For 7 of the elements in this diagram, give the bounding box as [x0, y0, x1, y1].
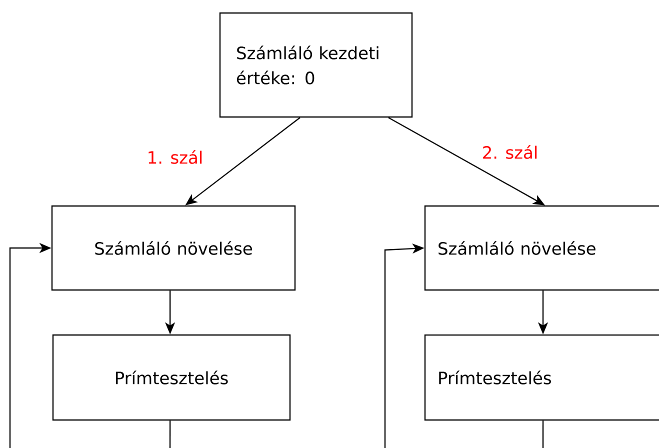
process-box: Számláló növelése	[424, 205, 659, 291]
edge-label: 1. szál	[146, 149, 204, 165]
process-box: Számláló kezdeti értéke: 0	[219, 12, 413, 118]
process-box: Prímtesztelés	[424, 334, 659, 421]
edge-label: 2. szál	[480, 144, 540, 160]
process-box: Számláló növelése	[51, 205, 296, 291]
process-box: Prímtesztelés	[52, 334, 291, 421]
